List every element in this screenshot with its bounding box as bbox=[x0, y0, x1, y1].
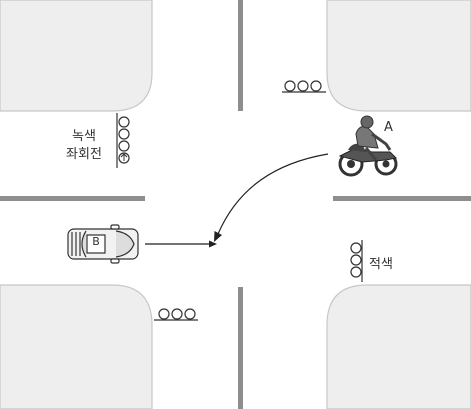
straight-arrowhead bbox=[209, 240, 217, 248]
block-bottom-right bbox=[326, 284, 471, 409]
vehicle-a-label: A bbox=[384, 120, 393, 135]
lane-line-top bbox=[238, 0, 243, 111]
lane-line-right bbox=[333, 196, 471, 201]
red-signal-icon bbox=[350, 240, 363, 282]
top-signal-icon bbox=[282, 80, 326, 93]
block-bottom-left bbox=[0, 284, 153, 409]
car-icon bbox=[67, 224, 139, 264]
turn-path-arrowhead bbox=[214, 231, 222, 242]
motorcycle-icon bbox=[338, 115, 398, 177]
green-left-turn-label: 녹색 좌회전 bbox=[62, 128, 106, 164]
red-signal-label: 적색 bbox=[369, 257, 393, 272]
bottom-signal-icon bbox=[154, 308, 198, 321]
lane-line-bottom bbox=[238, 287, 243, 409]
turn-path-arrow bbox=[217, 153, 329, 235]
green-left-turn-signal-icon bbox=[116, 113, 130, 168]
block-top-left bbox=[0, 0, 153, 112]
green-label-line2: 좌회전 bbox=[66, 147, 102, 162]
vehicle-b-label: B bbox=[92, 235, 100, 248]
lane-line-left bbox=[0, 196, 145, 201]
block-top-right bbox=[326, 0, 471, 112]
green-label-line1: 녹색 bbox=[72, 129, 96, 144]
